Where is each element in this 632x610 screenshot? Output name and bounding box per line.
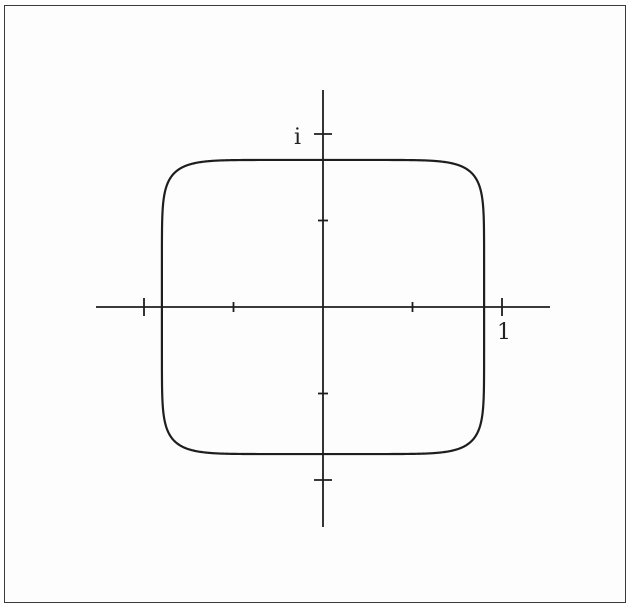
label-imaginary-unit: i [294,125,301,150]
tick-marks [143,133,503,481]
figure-frame [4,5,626,603]
axes [96,90,550,527]
rounded-square-curve [160,158,486,456]
label-real-unit: 1 [497,320,511,345]
